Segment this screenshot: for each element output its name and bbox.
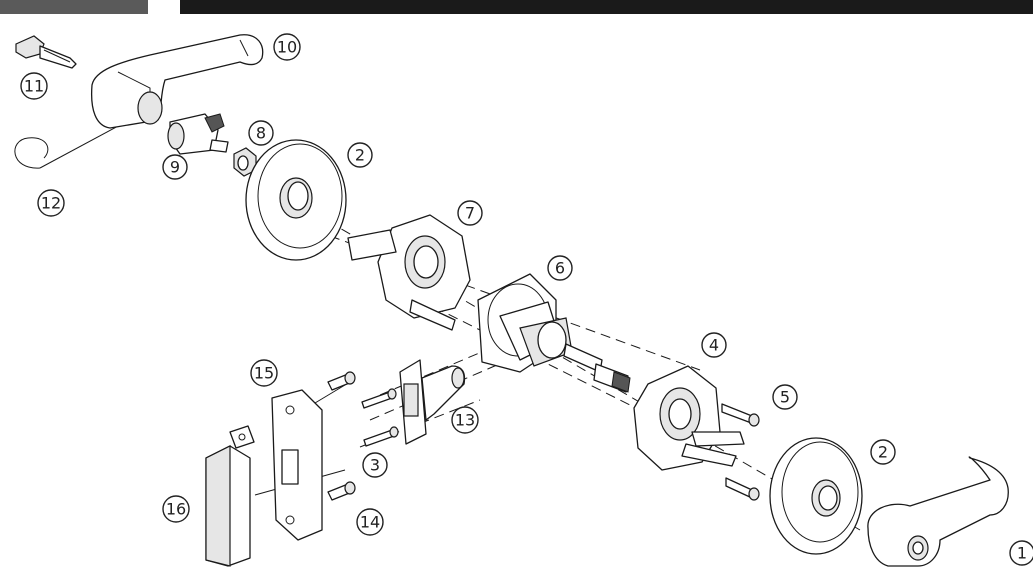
rose-outside-part bbox=[245, 139, 347, 261]
callout-2-outside: 2 bbox=[347, 142, 373, 168]
svg-text:4: 4 bbox=[709, 336, 719, 355]
mounting-plate-outside-part bbox=[347, 214, 471, 331]
callout-8: 8 bbox=[248, 120, 274, 146]
svg-text:12: 12 bbox=[41, 194, 61, 213]
outside-lever-part bbox=[90, 34, 264, 129]
svg-text:6: 6 bbox=[555, 259, 565, 278]
callout-2-inside: 2 bbox=[870, 439, 896, 465]
callout-10: 10 bbox=[273, 33, 301, 61]
inside-lever-part bbox=[867, 456, 1009, 567]
callout-4: 4 bbox=[701, 332, 727, 358]
callout-13: 13 bbox=[451, 406, 479, 434]
cylinder-core-part bbox=[167, 113, 229, 155]
callout-9: 9 bbox=[162, 154, 188, 180]
svg-text:15: 15 bbox=[254, 364, 274, 383]
callout-16: 16 bbox=[162, 495, 190, 523]
chassis-part bbox=[477, 273, 603, 373]
svg-text:9: 9 bbox=[170, 158, 180, 177]
rose-inside-part bbox=[769, 437, 863, 555]
spindle-part bbox=[593, 363, 631, 393]
svg-text:1: 1 bbox=[1017, 544, 1027, 563]
strike-box-part bbox=[205, 425, 255, 567]
svg-text:13: 13 bbox=[455, 411, 475, 430]
latch-body-part bbox=[399, 359, 466, 445]
svg-text:14: 14 bbox=[360, 513, 380, 532]
latch-screws-part bbox=[327, 371, 399, 501]
svg-text:10: 10 bbox=[277, 38, 297, 57]
header-bar-right bbox=[180, 0, 1033, 14]
strike-plate-part bbox=[271, 389, 323, 541]
svg-text:7: 7 bbox=[465, 204, 475, 223]
callout-1: 1 bbox=[1009, 540, 1033, 566]
callout-15: 15 bbox=[250, 359, 278, 387]
header-bar-left bbox=[0, 0, 148, 14]
wire-tool-part bbox=[14, 137, 49, 169]
svg-text:16: 16 bbox=[166, 500, 186, 519]
svg-text:3: 3 bbox=[370, 456, 380, 475]
svg-text:5: 5 bbox=[780, 388, 790, 407]
screws-inside-part bbox=[721, 403, 760, 501]
svg-text:2: 2 bbox=[355, 146, 365, 165]
svg-text:8: 8 bbox=[256, 124, 266, 143]
svg-text:2: 2 bbox=[878, 443, 888, 462]
svg-text:11: 11 bbox=[24, 77, 44, 96]
mounting-plate-inside-part bbox=[633, 365, 745, 471]
callout-6: 6 bbox=[547, 255, 573, 281]
callout-3: 3 bbox=[362, 452, 388, 478]
callout-14: 14 bbox=[356, 508, 384, 536]
callout-12: 12 bbox=[37, 189, 65, 217]
callout-7: 7 bbox=[457, 200, 483, 226]
callout-11: 11 bbox=[20, 72, 48, 100]
key-part bbox=[15, 35, 77, 69]
callout-5: 5 bbox=[772, 384, 798, 410]
